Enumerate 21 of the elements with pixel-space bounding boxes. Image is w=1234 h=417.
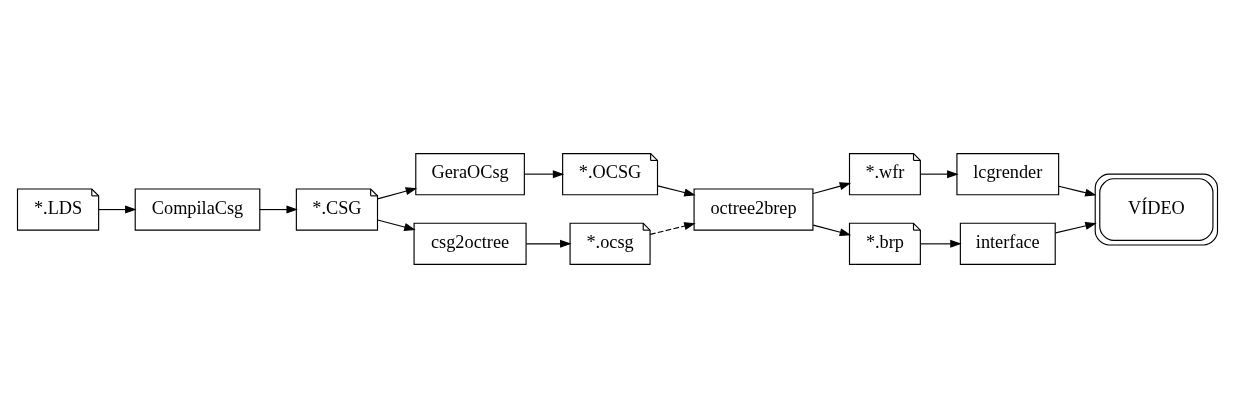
arrow <box>1054 221 1097 233</box>
arrow <box>649 221 696 235</box>
node-box: VÍDEO <box>1094 173 1218 246</box>
node-box: octree2brep <box>693 187 813 231</box>
node-box: lcgrender <box>955 152 1059 195</box>
arrow <box>919 169 959 178</box>
arrow <box>812 224 851 236</box>
arrow <box>1057 185 1097 197</box>
arrow <box>525 239 571 248</box>
arrow <box>919 239 962 248</box>
arrow <box>523 169 564 178</box>
arrow <box>656 184 696 196</box>
arrow <box>376 218 416 231</box>
node-box: GeraOCsg <box>414 152 525 195</box>
arrow <box>97 205 137 214</box>
arrow <box>376 186 417 199</box>
node-box: interface <box>959 222 1056 265</box>
node-box: CompilaCsg <box>134 187 260 231</box>
arrow <box>258 205 298 214</box>
node-box: csg2octree <box>413 222 527 265</box>
arrow <box>812 181 851 194</box>
